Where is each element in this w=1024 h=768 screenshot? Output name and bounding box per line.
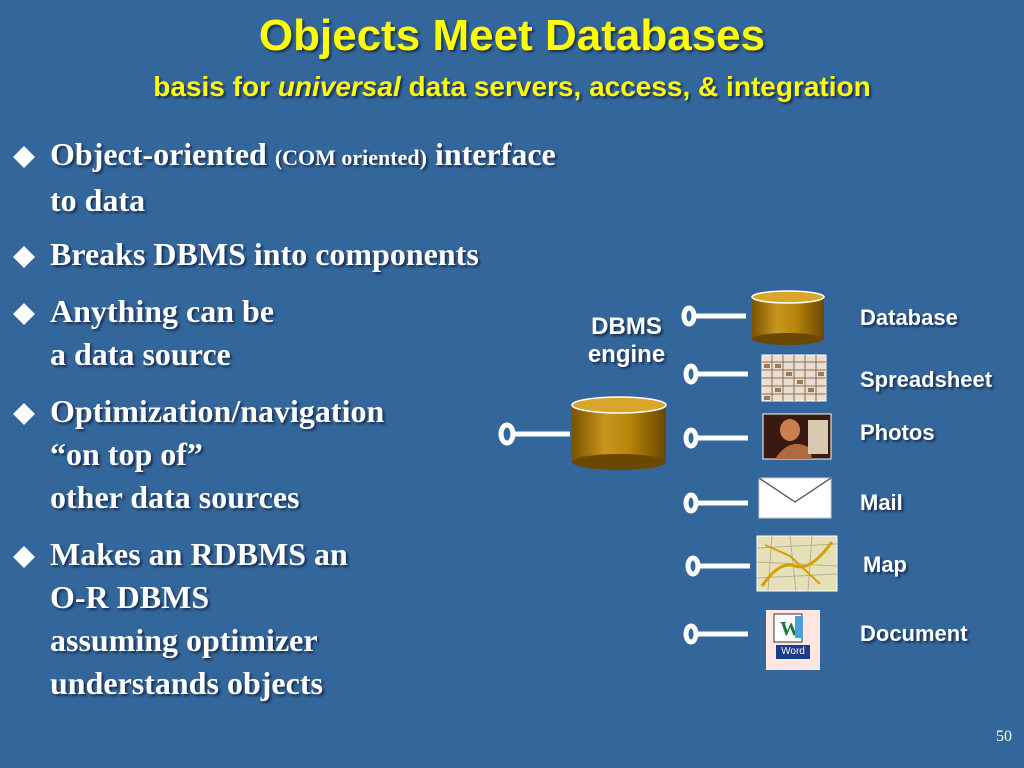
diamond-bullet-icon [13,546,35,568]
slide-subtitle: basis for universal data servers, access… [153,71,871,102]
word-icon-caption: Word [781,646,805,657]
source-label-photos: Photos [860,420,935,445]
source-label-map: Map [863,552,907,577]
map-icon [756,535,838,592]
spreadsheet-icon [761,354,827,402]
source-label-mail: Mail [860,490,903,515]
dbms-engine-label: DBMS engine [587,313,666,368]
diamond-bullet-icon [13,403,35,425]
dbms-engine-cylinder-icon [571,396,667,470]
bullet-item: Anything can be a data source [10,290,710,390]
photo-icon [762,413,832,460]
engine-connector [498,422,570,446]
slide-title: Objects Meet Databases [258,11,766,60]
diamond-bullet-icon [13,303,35,325]
bullet-list: Object-oriented (COM oriented) interface… [10,133,710,705]
bullet-item: Object-oriented (COM oriented) interface… [10,133,710,233]
diamond-bullet-icon [13,146,35,168]
diamond-bullet-icon [13,246,35,268]
bullet-item: Makes an RDBMS an O-R DBMS assuming opti… [10,533,710,705]
database-cylinder-icon [751,290,825,345]
word-document-icon: W [766,610,820,670]
page-number: 50 [996,728,1012,745]
source-connectors [681,305,750,645]
source-label-spreadsheet: Spreadsheet [860,367,993,392]
bullet-item: Optimization/navigation “on top of” othe… [10,390,710,533]
source-label-database: Database [860,305,958,330]
envelope-icon [758,477,832,519]
source-label-document: Document [860,621,968,646]
bullet-item: Breaks DBMS into components [10,233,710,290]
